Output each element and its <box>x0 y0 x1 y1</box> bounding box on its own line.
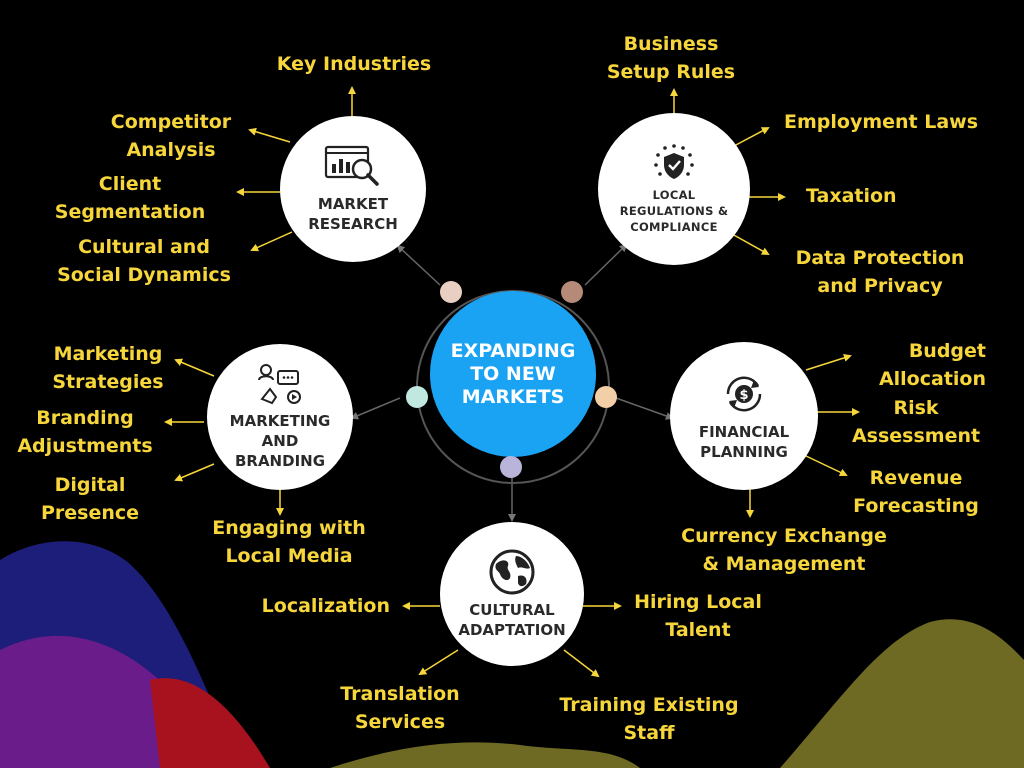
label-employment-laws: Employment Laws <box>784 111 979 133</box>
node-financial-planning: $ FINANCIAL PLANNING <box>670 342 818 490</box>
label-competitor-analysis: Competitor Analysis <box>110 111 232 161</box>
connector-dot-cultural-adaptation <box>500 456 522 478</box>
label-key-industries: Key Industries <box>276 53 432 75</box>
dollar-cycle-icon: $ <box>726 376 762 412</box>
node-local-regulations: LOCAL REGULATIONS & COMPLIANCE <box>598 113 750 265</box>
label-engaging-local-media: Engaging with Local Media <box>212 517 366 567</box>
label-taxation: Taxation <box>806 185 897 207</box>
globe-icon <box>489 549 535 595</box>
label-hiring-local-talent: Hiring Local Talent <box>634 591 762 641</box>
market-analysis-icon <box>324 145 379 186</box>
connector-dot-local-regulations <box>561 281 583 303</box>
label-branding-adjustments: Branding Adjustments <box>17 407 153 457</box>
node-title: LOCAL REGULATIONS & COMPLIANCE <box>619 188 729 234</box>
connector-dot-financial-planning <box>595 386 617 408</box>
marketing-people-icon <box>258 364 301 405</box>
label-data-protection-privacy: Data Protection and Privacy <box>795 247 965 297</box>
label-translation-services: Translation Services <box>340 683 460 733</box>
node-title: CULTURAL ADAPTATION <box>458 601 566 639</box>
shield-stars-icon <box>654 144 694 179</box>
label-revenue-forecasting: Revenue Forecasting <box>853 467 979 517</box>
node-cultural-adaptation: CULTURAL ADAPTATION <box>440 522 584 666</box>
label-marketing-strategies: Marketing Strategies <box>52 343 164 393</box>
node-title: MARKETING AND BRANDING <box>229 412 331 470</box>
connector-dot-market-research <box>440 281 462 303</box>
label-currency-exchange: Currency Exchange & Management <box>681 525 887 575</box>
connector-dot-marketing-branding <box>406 386 428 408</box>
svg-text:$: $ <box>739 388 748 403</box>
label-client-segmentation: Client Segmentation <box>54 173 206 223</box>
center-circle: EXPANDING TO NEW MARKETS <box>430 291 596 457</box>
node-marketing-branding: MARKETING AND BRANDING <box>207 344 353 490</box>
label-business-setup-rules: Business Setup Rules <box>606 33 736 83</box>
node-market-research: MARKET RESEARCH <box>280 116 426 262</box>
label-digital-presence: Digital Presence <box>40 474 140 524</box>
label-risk-assessment: Risk Assessment <box>851 397 981 447</box>
node-title: MARKET RESEARCH <box>308 195 398 233</box>
label-localization: Localization <box>261 595 390 617</box>
label-cultural-social-dynamics: Cultural and Social Dynamics <box>57 236 231 286</box>
center-title: EXPANDING TO NEW MARKETS <box>450 339 576 408</box>
label-training-existing-staff: Training Existing Staff <box>559 694 739 744</box>
label-budget-allocation: Budget Allocation <box>878 340 986 390</box>
node-title: FINANCIAL PLANNING <box>698 423 790 461</box>
